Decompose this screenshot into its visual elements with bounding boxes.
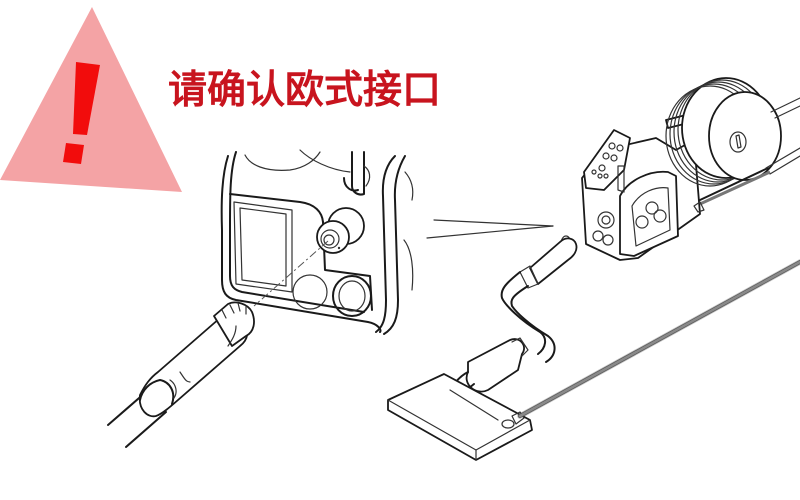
workpiece-plate-illustration: [387, 373, 533, 461]
warning-triangle-icon: [0, 7, 182, 192]
wire-feeder-illustration: [560, 77, 800, 261]
welding-torch-illustration: [441, 237, 578, 421]
torch-euro-plug-illustration: [107, 301, 255, 448]
page-title: 请确认欧式接口: [168, 68, 442, 113]
ground-cable-illustration: [517, 259, 800, 419]
welding-machine-socket-illustration: [220, 149, 554, 335]
